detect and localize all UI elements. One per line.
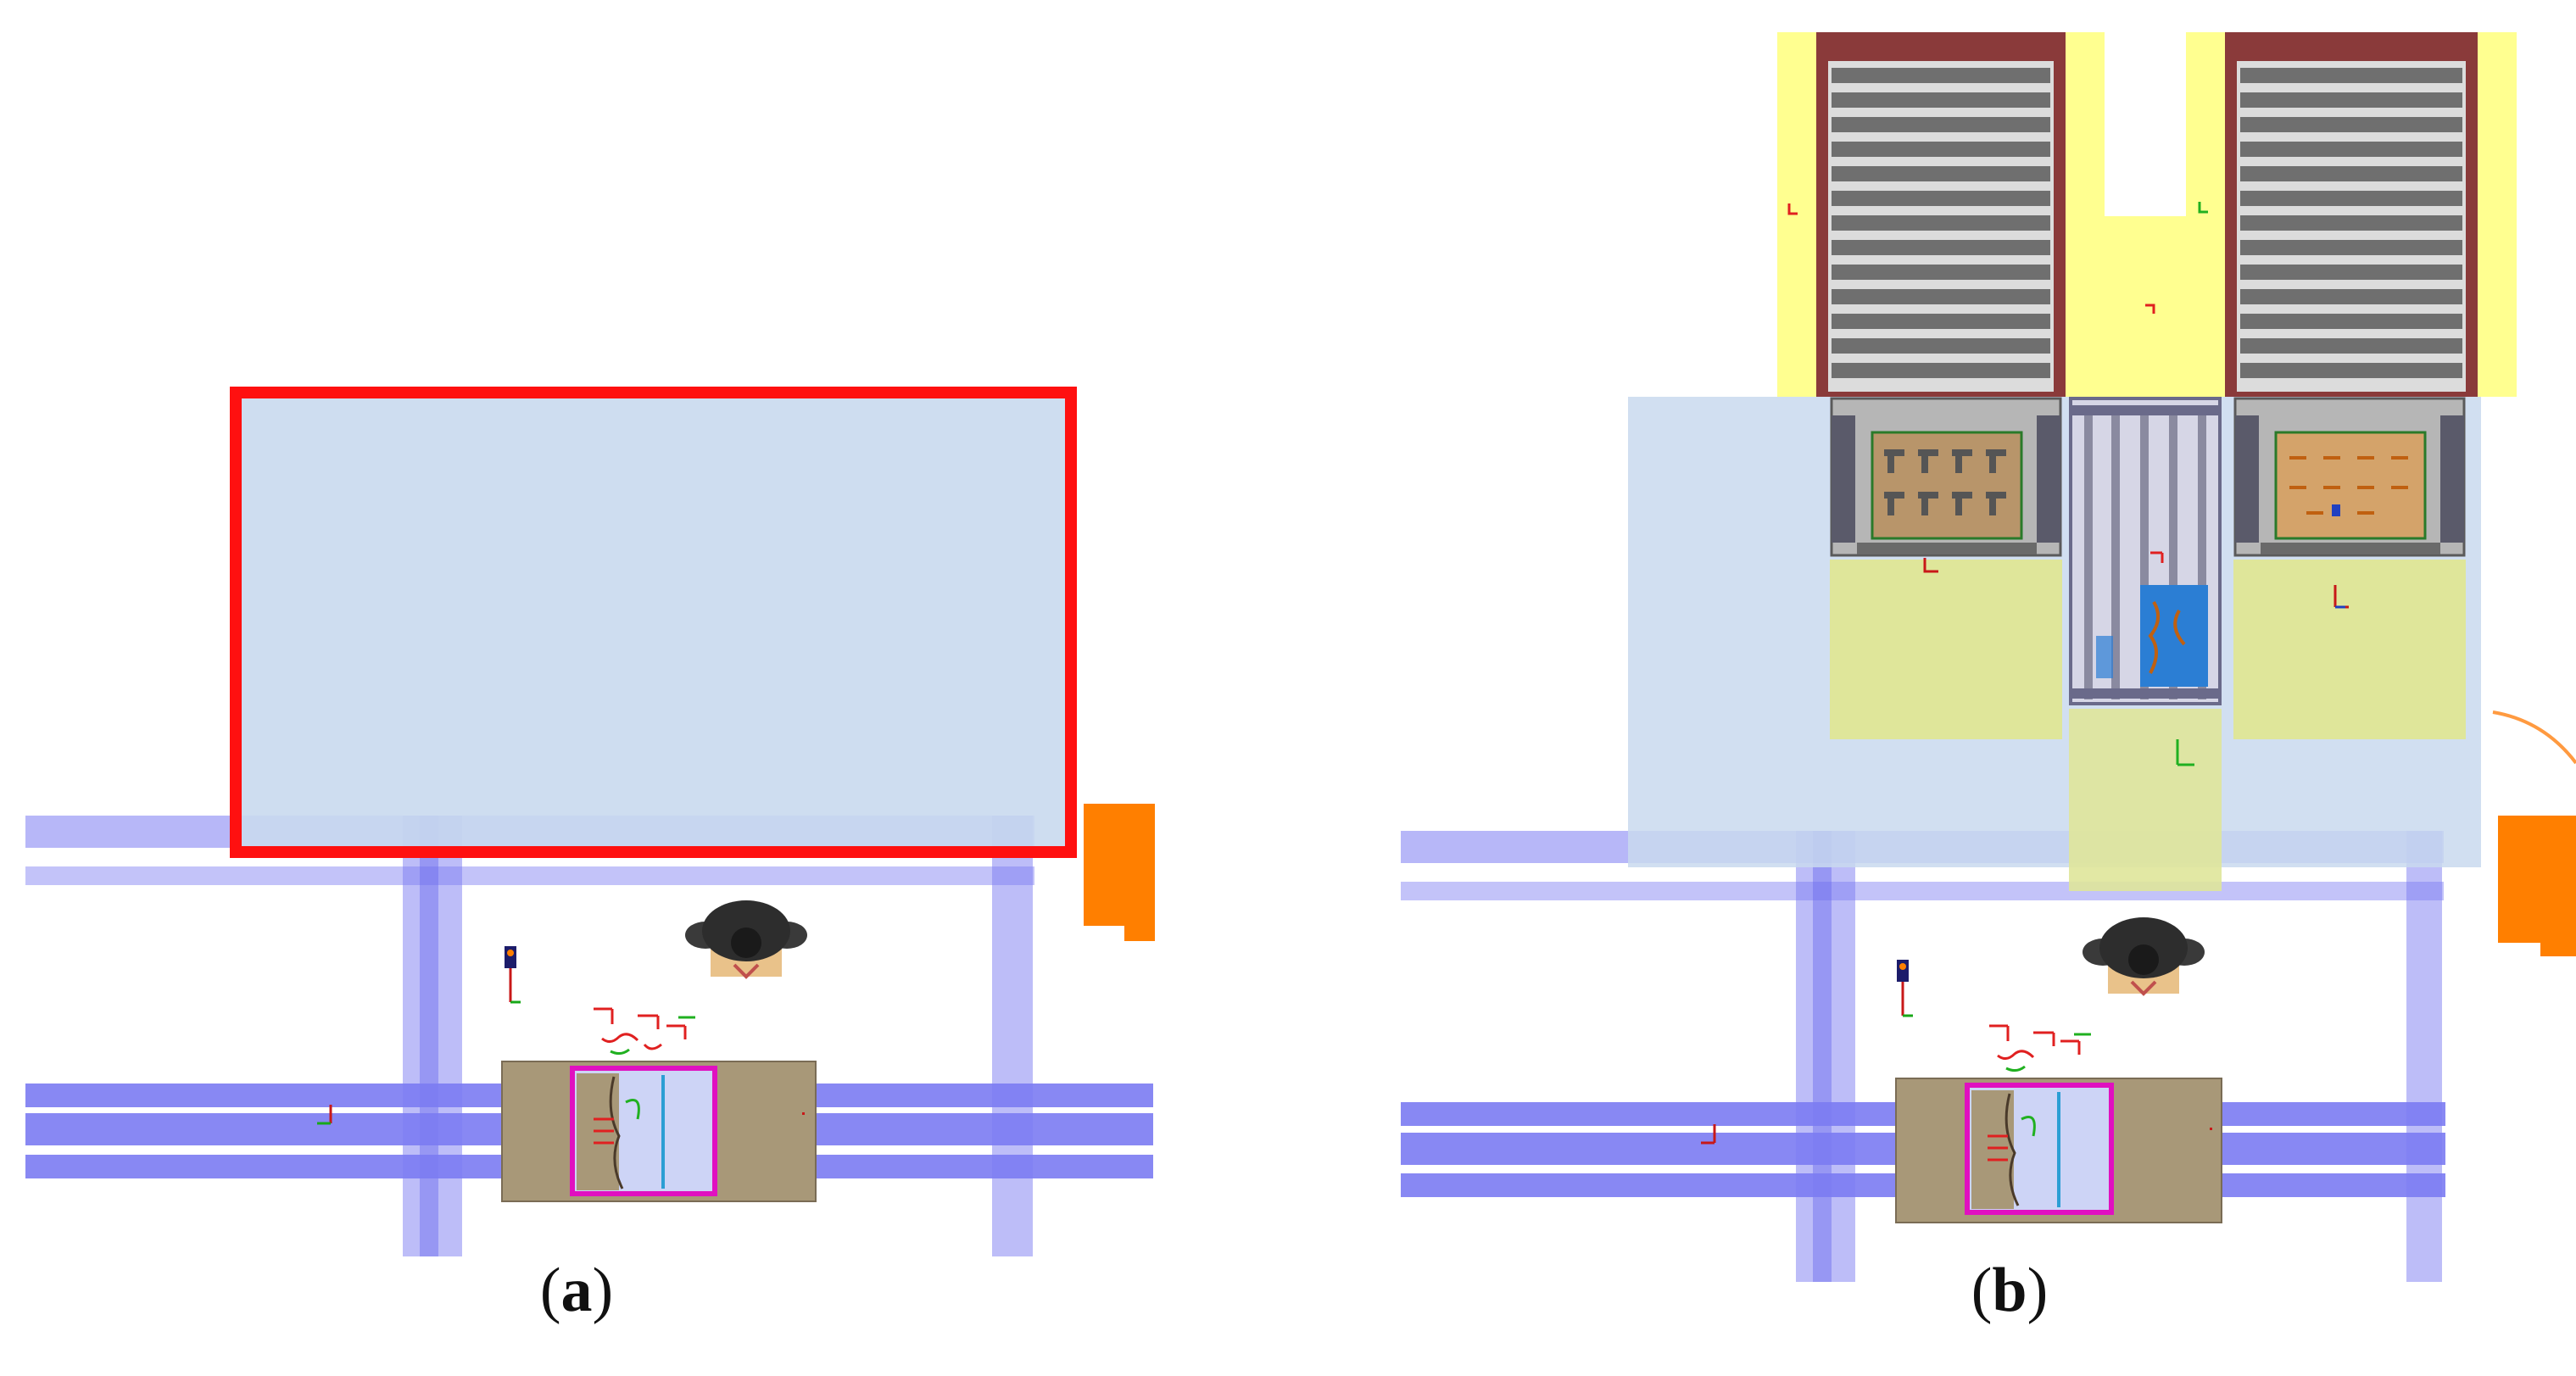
rack-shelf xyxy=(2240,314,2462,329)
rack-shelf xyxy=(2240,289,2462,304)
worker-figure-b xyxy=(2083,917,2205,996)
rack-shelf xyxy=(2240,240,2462,255)
robot-part xyxy=(1986,492,2006,515)
rack-shelf xyxy=(2240,142,2462,157)
rack-shelf xyxy=(2240,338,2462,354)
rack-shelf xyxy=(1832,117,2050,132)
rack-shelf xyxy=(1832,240,2050,255)
rack-shelf xyxy=(2240,215,2462,231)
rack-shelf xyxy=(2240,363,2462,378)
rack-shelf xyxy=(1832,92,2050,108)
rack-shelf xyxy=(1832,289,2050,304)
coordinate-frames-b xyxy=(1701,202,2349,1145)
robot-part xyxy=(1884,449,1904,473)
vertical-conveyors xyxy=(403,816,1033,1256)
robot-cell-icon xyxy=(1830,397,2062,557)
robot-part xyxy=(1918,492,1938,515)
caption-a-letter: a xyxy=(560,1256,593,1325)
robot-part xyxy=(1952,449,1972,473)
rack-shelf xyxy=(1832,265,2050,280)
rack-shelf xyxy=(1832,363,2050,378)
caption-a: (a) xyxy=(449,1255,704,1327)
rack-shelf xyxy=(2240,117,2462,132)
workbench-b xyxy=(1895,1078,2222,1223)
worker-figure-icon xyxy=(685,900,807,979)
caption-a-open: ( xyxy=(539,1256,561,1325)
coordinate-frame-icon xyxy=(317,1105,332,1125)
rack-shelf xyxy=(2240,92,2462,108)
transfer-station xyxy=(2069,397,2222,705)
robot-part xyxy=(1918,449,1938,473)
rack-shelf xyxy=(1832,215,2050,231)
panel-a xyxy=(25,387,1155,1256)
frames-cluster-b xyxy=(1989,1024,2091,1072)
rack-shelf xyxy=(2240,265,2462,280)
rack-shelf xyxy=(1832,338,2050,354)
caption-b: (b) xyxy=(1882,1255,2137,1327)
signal-light-icon xyxy=(505,946,521,1004)
signal-light-b xyxy=(1897,960,1913,1017)
caption-b-letter: b xyxy=(1992,1256,2027,1325)
panel-b xyxy=(1401,32,2576,1282)
caption-b-open: ( xyxy=(1971,1256,1993,1325)
rack-shelf xyxy=(1832,68,2050,83)
orange-device-b xyxy=(2498,816,2576,956)
rack-shelf xyxy=(1832,142,2050,157)
rack-shelf xyxy=(1832,191,2050,206)
robot-part xyxy=(1884,492,1904,515)
lower-conveyor-b xyxy=(1401,1102,2445,1197)
storage-rack-icon xyxy=(1816,32,2066,397)
rack-shelf xyxy=(1832,314,2050,329)
workbench xyxy=(501,1061,817,1202)
rack-shelf xyxy=(2240,68,2462,83)
orange-device xyxy=(1084,804,1155,941)
orange-arc xyxy=(2492,710,2576,765)
rack-shelf xyxy=(1832,166,2050,181)
safety-zones xyxy=(1777,32,2517,397)
rack-shelf xyxy=(2240,166,2462,181)
rack-shelf xyxy=(2240,191,2462,206)
caption-b-close: ) xyxy=(2027,1256,2049,1325)
caption-a-close: ) xyxy=(592,1256,614,1325)
frames-cluster xyxy=(594,1007,695,1056)
green-zones xyxy=(1830,560,2466,891)
highlight-box xyxy=(230,387,1077,858)
robot-cell-right xyxy=(2233,397,2466,557)
robot-part xyxy=(1952,492,1972,515)
robot-part xyxy=(1986,449,2006,473)
work-zone xyxy=(236,393,1071,852)
vertical-conveyors-b xyxy=(1796,831,2442,1282)
storage-rack-right xyxy=(2225,32,2478,397)
